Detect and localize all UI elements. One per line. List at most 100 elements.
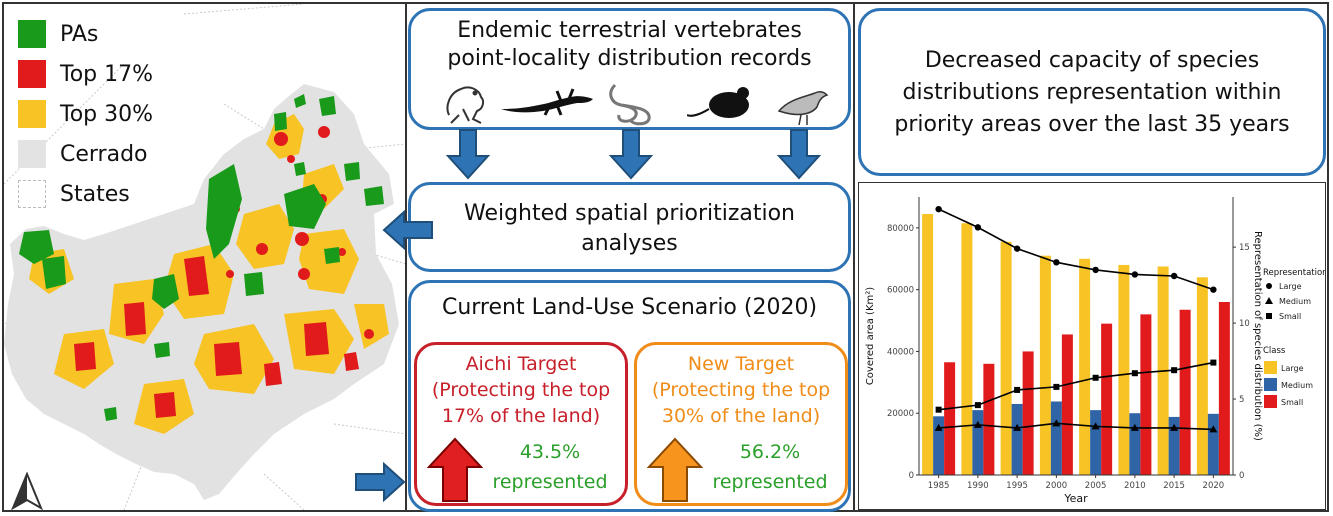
- cerrado-map: [4, 4, 406, 510]
- bar-medium: [1168, 416, 1180, 475]
- new-target-line2: (Protecting the top: [651, 379, 831, 401]
- legend-label-medium: Medium: [1279, 297, 1311, 306]
- x-tick-label: 2015: [1163, 481, 1185, 491]
- bar-small: [1140, 314, 1152, 475]
- analysis-box: Weighted spatial prioritization analyses: [408, 182, 851, 272]
- aichi-line1: Aichi Target: [465, 353, 577, 375]
- y2-tick-label: 15: [1239, 243, 1250, 253]
- point-medium: [1170, 423, 1179, 431]
- mouse-icon: [687, 87, 749, 118]
- point-large: [1131, 271, 1139, 278]
- legend-swatch-top30: [18, 100, 46, 128]
- x-tick-label: 1990: [967, 481, 989, 491]
- y2-tick-label: 10: [1239, 319, 1250, 329]
- new-target-box: New Target (Protecting the top 30% of th…: [634, 342, 848, 506]
- legend-item-top30: Top 30%: [18, 100, 153, 128]
- analysis-line2: analyses: [581, 231, 678, 256]
- legend-label-small: Small: [1279, 312, 1301, 321]
- bar-medium: [1129, 413, 1141, 475]
- arrow-down-icon: [777, 129, 821, 180]
- bar-large: [922, 213, 934, 475]
- legend-label-top17: Top 17%: [60, 61, 154, 87]
- x-axis-title: Year: [1063, 492, 1088, 505]
- new-target-value: 56.2%: [739, 441, 801, 463]
- point-small: [1053, 383, 1060, 390]
- point-small: [1014, 386, 1021, 393]
- bar-small: [1218, 302, 1230, 475]
- legend-marker-large: [1266, 283, 1272, 289]
- bar-medium: [1011, 403, 1023, 475]
- bar-medium: [972, 410, 984, 475]
- point-small: [1131, 370, 1138, 377]
- point-medium: [1091, 422, 1100, 430]
- bar-small: [983, 363, 995, 475]
- arrow-down-icon: [609, 129, 653, 180]
- new-target-line1: New Target: [687, 353, 795, 375]
- legend-item-pas: PAs: [18, 20, 98, 48]
- point-medium: [1130, 423, 1139, 431]
- arrow-up-icon: [647, 437, 703, 502]
- legend-marker-small: [1266, 313, 1272, 319]
- legend-title-representation: Representation: [1263, 268, 1325, 278]
- x-tick-label: 2020: [1203, 481, 1225, 491]
- line-large: [938, 208, 1214, 291]
- arrow-down-icon: [446, 129, 490, 180]
- point-small: [974, 402, 981, 409]
- point-medium: [1209, 425, 1218, 433]
- bar-medium: [1090, 410, 1102, 475]
- bar-medium: [933, 416, 945, 475]
- bar-large: [1079, 258, 1091, 475]
- bar-small: [1061, 334, 1073, 475]
- legend-swatch-top17: [18, 60, 46, 88]
- y2-axis-title: Representation of species distribution (…: [1252, 231, 1263, 441]
- legend-item-cerrado: Cerrado: [18, 140, 148, 168]
- y2-tick-label: 0: [1239, 471, 1244, 481]
- bar-large: [1118, 264, 1130, 475]
- new-target-value-label: represented: [712, 471, 828, 493]
- legend-swatch-medium: [1264, 378, 1277, 391]
- conclusion-line3: priority areas over the last 35 years: [894, 112, 1290, 137]
- bar-large: [1039, 255, 1051, 475]
- conclusion-line2: distributions representation within: [902, 80, 1282, 105]
- analysis-line1: Weighted spatial prioritization: [463, 201, 796, 226]
- point-small: [1171, 367, 1178, 374]
- point-medium: [1052, 419, 1061, 427]
- legend-swatch-large: [1264, 361, 1277, 374]
- x-tick-label: 2005: [1085, 481, 1107, 491]
- divider-left: [405, 2, 407, 512]
- arrow-up-icon: [427, 437, 483, 502]
- bar-large: [1000, 241, 1012, 475]
- x-tick-label: 2000: [1046, 481, 1068, 491]
- y-axis-title: Covered area (Km²): [865, 287, 876, 385]
- conclusion-box: Decreased capacity of species distributi…: [858, 8, 1326, 176]
- line-medium: [938, 422, 1214, 431]
- records-line1: Endemic terrestrial vertebrates: [457, 18, 802, 43]
- bar-large: [961, 223, 973, 475]
- y-tick-label: 60000: [887, 286, 914, 296]
- legend-marker-medium: [1265, 297, 1273, 304]
- legend-class-label-large: Large: [1281, 364, 1304, 373]
- north-arrow-icon: [11, 472, 43, 510]
- conclusion-line1: Decreased capacity of species: [924, 48, 1260, 73]
- point-large: [974, 224, 982, 231]
- point-large: [1092, 266, 1099, 274]
- point-small: [1092, 374, 1099, 381]
- legend-class-label-medium: Medium: [1281, 381, 1313, 390]
- point-large: [1170, 272, 1178, 280]
- point-small: [935, 406, 942, 413]
- frog-icon: [446, 86, 485, 124]
- arrow-left-icon: [382, 210, 433, 250]
- x-tick-label: 1985: [928, 481, 950, 491]
- y2-tick-label: 5: [1239, 395, 1244, 405]
- aichi-target-box: Aichi Target (Protecting the top 17% of …: [414, 342, 628, 506]
- legend-title-class: Class: [1263, 346, 1286, 356]
- aichi-line3: 17% of the land): [441, 405, 601, 427]
- y-tick-label: 20000: [887, 409, 914, 419]
- bar-small: [1101, 323, 1113, 475]
- point-large: [1210, 286, 1217, 293]
- x-tick-label: 2010: [1124, 481, 1146, 491]
- records-box: Endemic terrestrial vertebrates point-lo…: [408, 8, 851, 130]
- scenario-title: Current Land-Use Scenario (2020): [441, 295, 818, 320]
